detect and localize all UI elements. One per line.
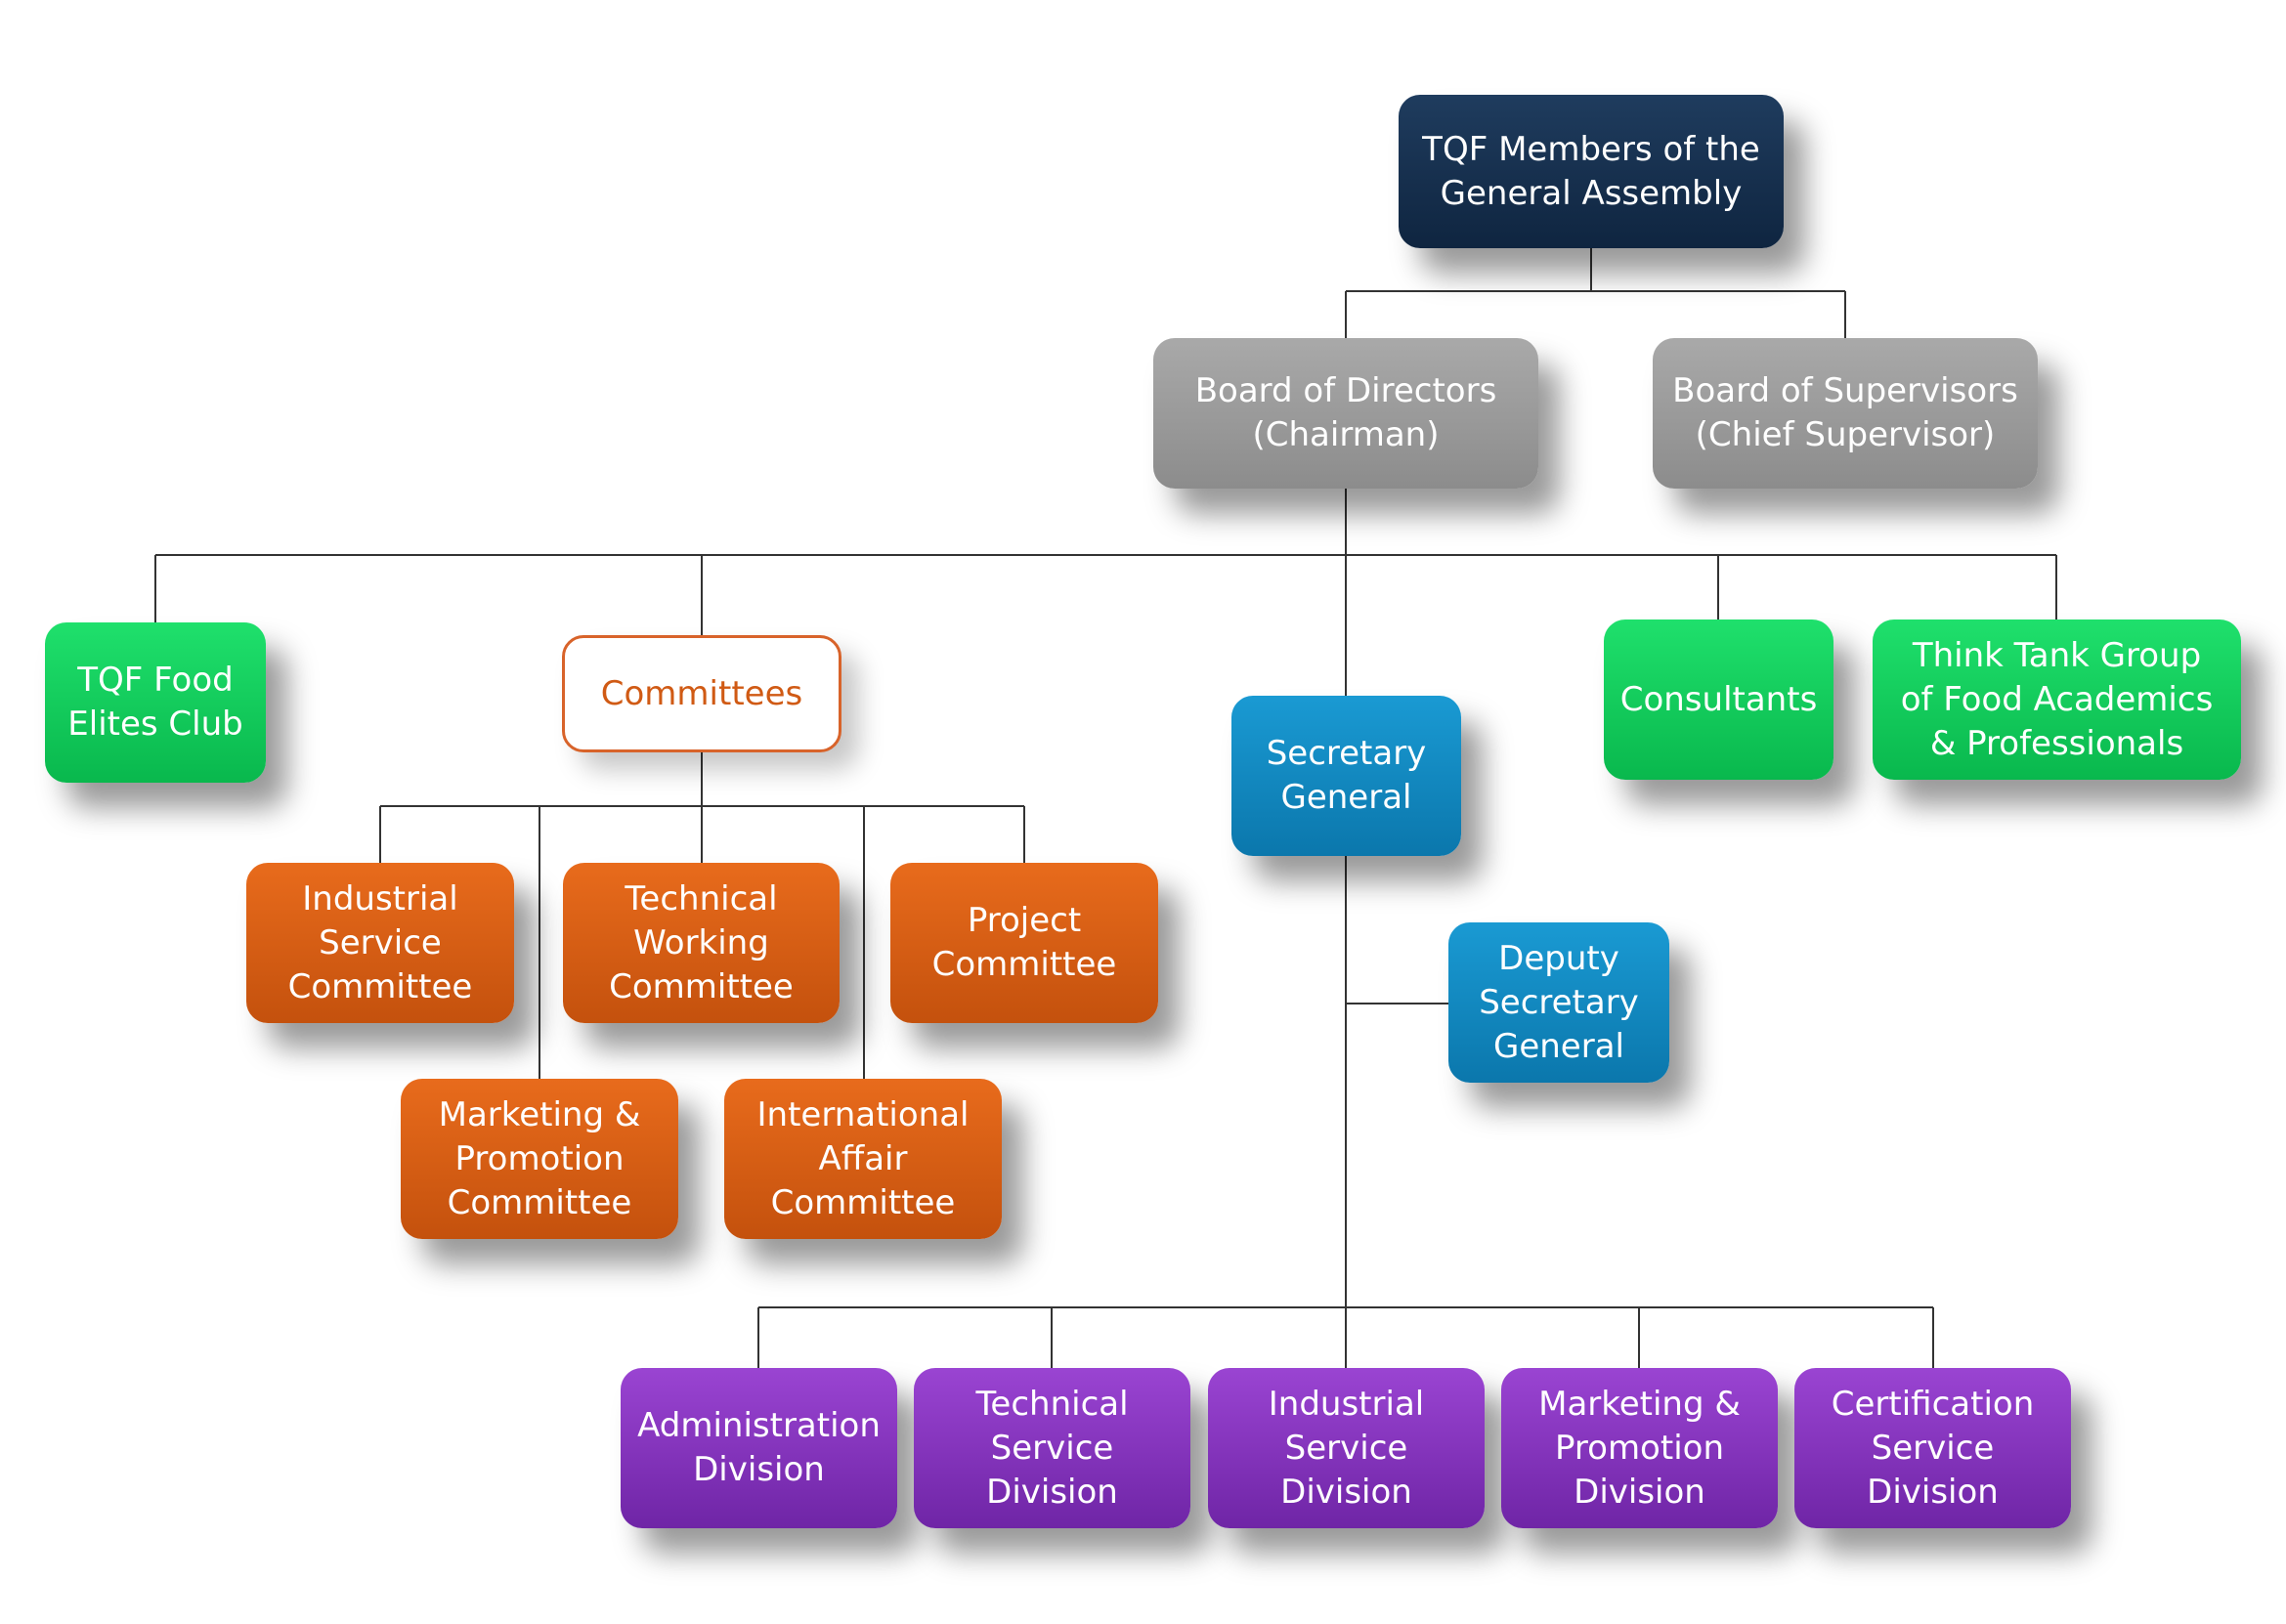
board-of-supervisors-box: Board of Supervisors (Chief Supervisor) (1653, 338, 2038, 489)
general-assembly-box: TQF Members of the General Assembly (1399, 95, 1784, 248)
food-elites-club-box: TQF Food Elites Club (45, 622, 266, 783)
deputy-secretary-general-box: Deputy Secretary General (1448, 922, 1669, 1083)
project-committee-box: Project Committee (890, 863, 1158, 1023)
committees-box: Committees (562, 635, 841, 752)
consultants-box: Consultants (1604, 620, 1833, 780)
think-tank-box: Think Tank Group of Food Academics & Pro… (1873, 620, 2241, 780)
secretary-general-box: Secretary General (1231, 696, 1461, 856)
marketing-promotion-committee-box: Marketing & Promotion Committee (401, 1079, 678, 1239)
industrial-service-division-box: Industrial Service Division (1208, 1368, 1485, 1528)
international-affair-committee-box: International Affair Committee (724, 1079, 1002, 1239)
technical-service-division-box: Technical Service Division (914, 1368, 1190, 1528)
board-of-directors-box: Board of Directors (Chairman) (1153, 338, 1538, 489)
marketing-promotion-division-box: Marketing & Promotion Division (1501, 1368, 1778, 1528)
certification-service-division-box: Certification Service Division (1794, 1368, 2071, 1528)
administration-division-box: Administration Division (621, 1368, 897, 1528)
industrial-service-committee-box: Industrial Service Committee (246, 863, 514, 1023)
technical-working-committee-box: Technical Working Committee (563, 863, 840, 1023)
